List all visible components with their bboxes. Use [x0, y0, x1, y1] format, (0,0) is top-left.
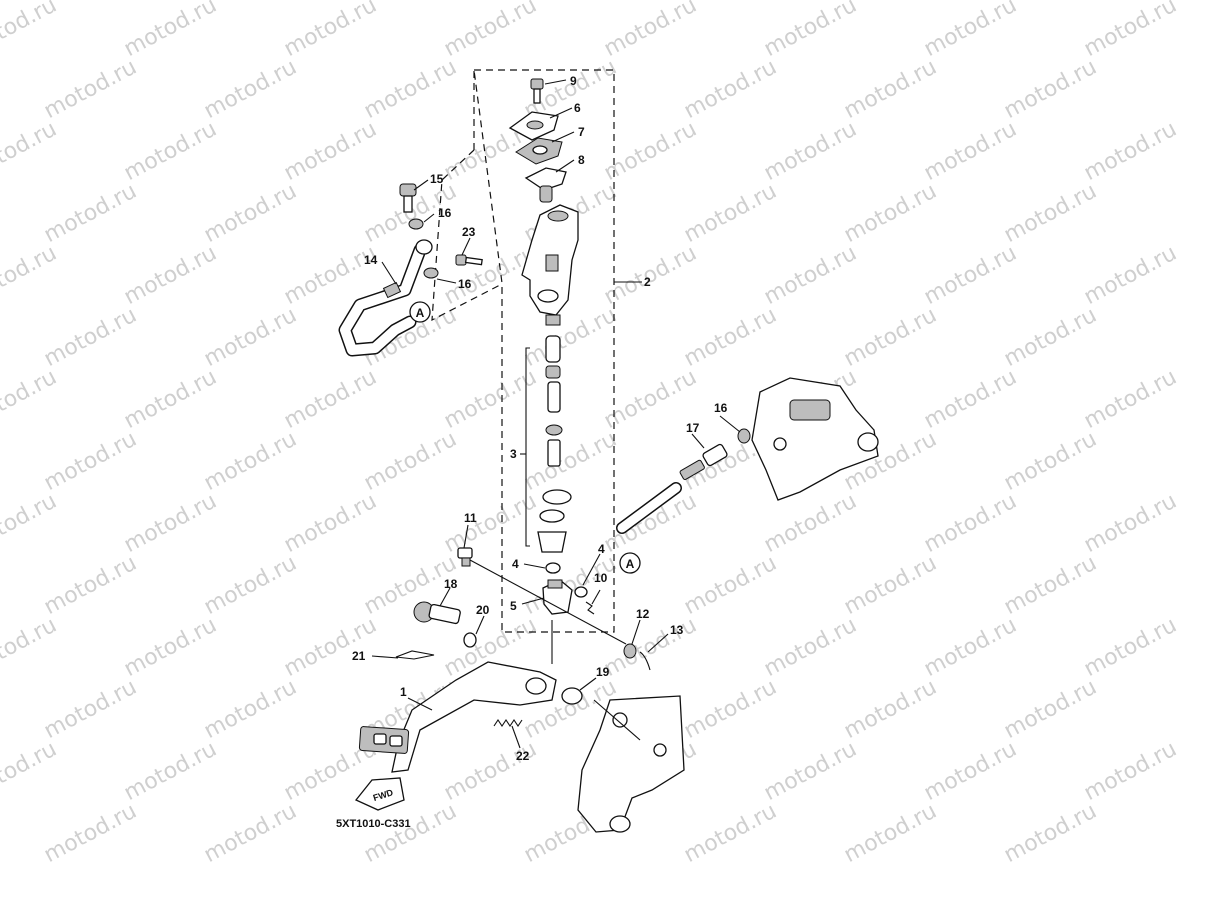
part-4-nut-left	[545, 562, 561, 574]
callout-7: 7	[578, 125, 585, 139]
callout-21: 21	[352, 649, 366, 663]
part-12-washer	[623, 643, 637, 659]
hose-dashed-link	[431, 149, 501, 322]
part-18-pivot-bolt	[413, 601, 461, 625]
callout-4-right: 4	[598, 542, 605, 556]
part-11-pin	[457, 547, 473, 567]
callout-20: 20	[476, 603, 490, 617]
callout-8: 8	[578, 153, 585, 167]
callout-10: 10	[594, 571, 608, 585]
rear-caliper	[751, 377, 879, 501]
callout-labels: 9 6 7 8 2 15 16 16 23 14 3 4 4 10 5 11 1…	[352, 74, 728, 763]
callout-9: 9	[570, 74, 577, 88]
callout-1: 1	[400, 685, 407, 699]
ref-marker-a-right: A	[619, 552, 641, 574]
part-4-nut-right	[574, 586, 588, 598]
part-16-washer-upper	[408, 218, 424, 230]
part-3-piston-kit	[525, 335, 572, 553]
frame-bracket	[577, 695, 685, 833]
part-16-washer-caliper	[737, 428, 751, 444]
master-cylinder-body	[521, 204, 579, 326]
diagram-code: 5XT1010-C331	[336, 818, 411, 830]
part-21-clip	[395, 650, 435, 660]
part-7-plate	[515, 137, 563, 165]
callout-19: 19	[596, 665, 610, 679]
part-19-washer	[561, 687, 583, 705]
part-17-union-bolt	[679, 443, 728, 480]
callout-23: 23	[462, 225, 476, 239]
callout-14: 14	[364, 253, 378, 267]
callout-11: 11	[464, 511, 477, 525]
part-6-cap	[508, 111, 559, 141]
callout-16-lower: 16	[458, 277, 472, 291]
callout-17: 17	[686, 421, 700, 435]
part-20-circlip	[463, 632, 477, 648]
svg-text:A: A	[626, 557, 635, 571]
callout-6: 6	[574, 101, 581, 115]
callout-12: 12	[636, 607, 650, 621]
svg-text:A: A	[416, 306, 425, 320]
leader-lines	[371, 79, 741, 749]
part-23-screw	[455, 254, 483, 266]
callout-16-caliper: 16	[714, 401, 728, 415]
part-15-union-bolt	[399, 183, 417, 213]
callout-2: 2	[644, 275, 651, 289]
part-10-cotter-pin	[585, 601, 595, 615]
part-13-cotter-pin	[639, 651, 651, 671]
part-9-bolt	[530, 78, 544, 104]
callout-22: 22	[516, 749, 530, 763]
callout-3: 3	[510, 447, 517, 461]
part-22-return-spring	[493, 719, 523, 727]
callout-5: 5	[510, 599, 517, 613]
callout-13: 13	[670, 623, 684, 637]
assembly-outline	[473, 69, 615, 633]
part-1-brake-pedal	[358, 661, 557, 773]
part-5-clevis	[542, 579, 573, 615]
pin-axis-line	[469, 559, 627, 645]
callout-18: 18	[444, 577, 458, 591]
part-8-diaphragm	[524, 167, 567, 203]
part-16-washer-lower	[423, 267, 439, 279]
fwd-arrow: FWD	[354, 777, 405, 811]
callout-16-upper: 16	[438, 206, 452, 220]
ref-marker-a-left: A	[409, 301, 431, 323]
callout-4-left: 4	[512, 557, 519, 571]
part-14-hose	[338, 239, 433, 357]
callout-15: 15	[430, 172, 444, 186]
